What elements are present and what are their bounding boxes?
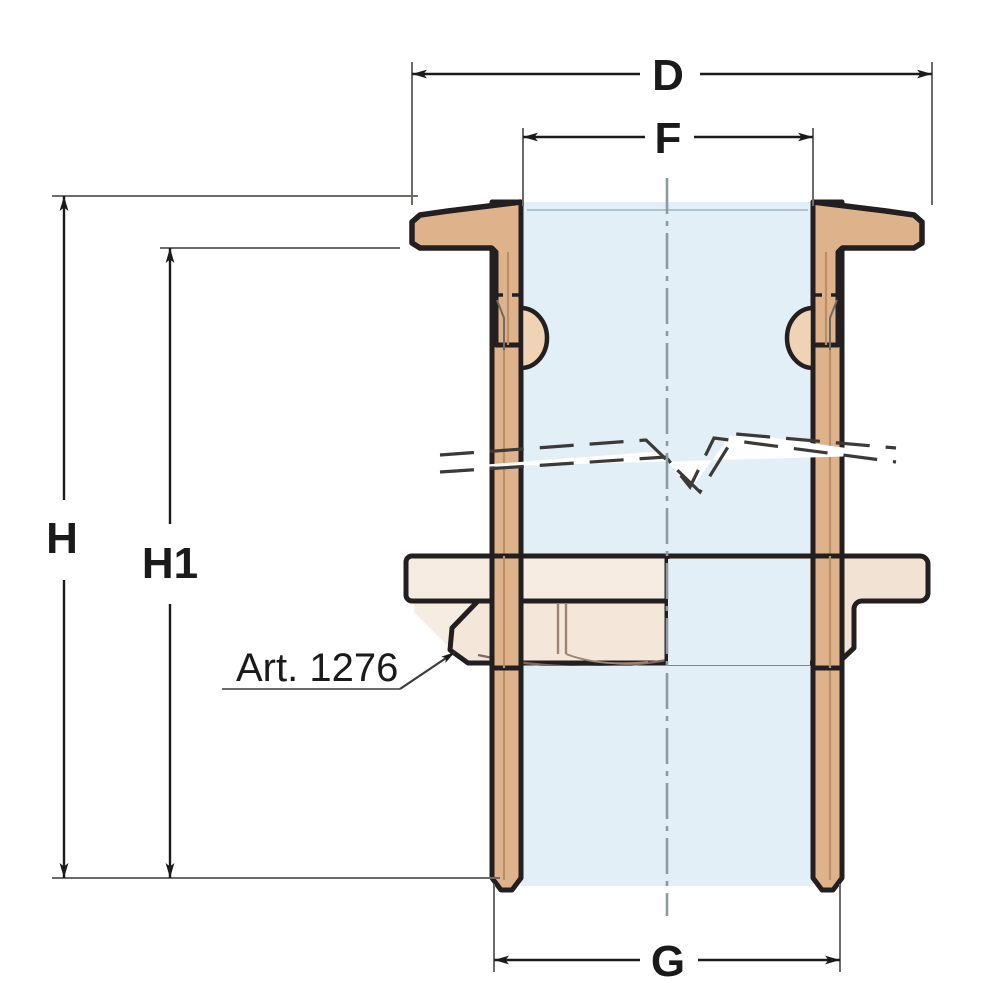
dimension-H1: H1 [142, 247, 400, 878]
dimension-label-D: D [652, 51, 684, 100]
dimension-label-H: H [46, 514, 78, 563]
dimension-D: D [411, 51, 933, 205]
annotation-label-art-1276: Art. 1276 [236, 646, 398, 690]
lock-nut-left [403, 553, 670, 669]
dimension-label-H1: H1 [142, 539, 198, 588]
break-line [439, 432, 897, 495]
dimension-H: H [46, 195, 500, 879]
dimension-F: F [522, 114, 814, 206]
annotation-leader-line [399, 651, 456, 690]
annotation-art-1276: Art. 1276 [222, 646, 456, 690]
retaining-bead-right [784, 305, 816, 371]
dimension-G: G [493, 884, 841, 986]
dimension-label-F: F [655, 114, 682, 163]
retaining-bead-left [518, 305, 550, 371]
pipe-wall-overlay [489, 553, 845, 671]
dimension-label-G: G [651, 937, 685, 986]
hidden-detail-lines [494, 293, 840, 350]
